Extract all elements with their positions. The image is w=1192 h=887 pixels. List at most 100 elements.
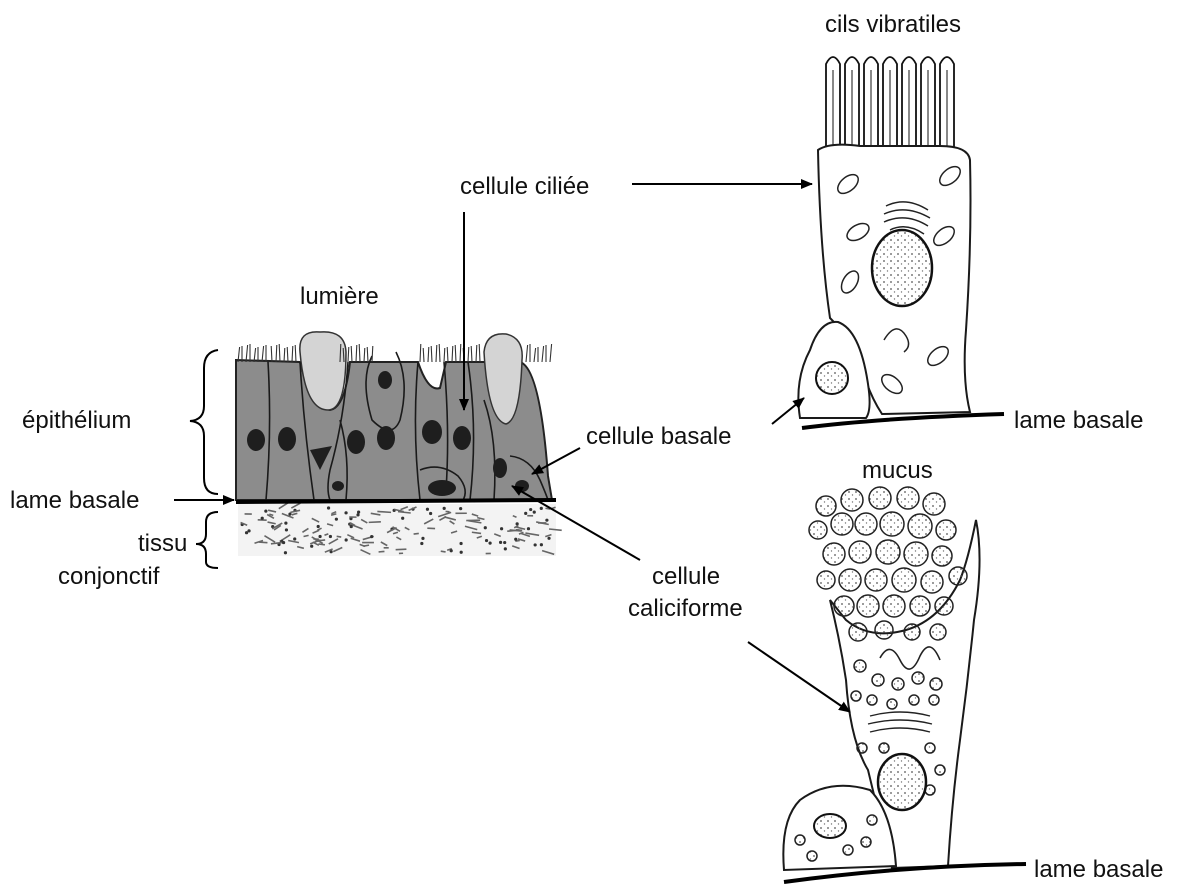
cilium — [534, 348, 536, 362]
fiber-dot — [350, 525, 353, 528]
fiber-dot — [516, 522, 519, 525]
fiber-dot — [264, 510, 267, 513]
mucus-granule — [807, 851, 817, 861]
mucus-granule — [879, 743, 889, 753]
cilium — [262, 346, 264, 362]
label-cils-vibratiles: cils vibratiles — [825, 11, 961, 38]
mucus-granule — [892, 678, 904, 690]
fiber-dot — [443, 507, 446, 510]
fiber-dot — [421, 537, 424, 540]
mucus-granule — [892, 568, 916, 592]
mucus-granule — [912, 672, 924, 684]
cilium — [356, 345, 357, 362]
label-lame-basale-top: lame basale — [1014, 407, 1143, 434]
arrow-caliciforme-right — [748, 642, 850, 712]
label-lame-basale-left: lame basale — [10, 487, 139, 514]
label-cellule: cellule — [652, 563, 720, 590]
mucus-granule — [935, 597, 953, 615]
mucus-granule — [867, 815, 877, 825]
fiber-dot — [514, 538, 517, 541]
fiber-dot — [285, 528, 288, 531]
cilium — [452, 346, 453, 362]
cilium — [436, 345, 437, 362]
mucus-granule — [843, 845, 853, 855]
fiber-dot — [282, 541, 285, 544]
cilium — [348, 347, 349, 362]
mucus-granule — [809, 521, 827, 539]
cilium — [295, 345, 296, 362]
mucus-granule — [887, 699, 897, 709]
fiber-dot — [345, 538, 348, 541]
cilium — [284, 348, 285, 362]
fiber-dot — [547, 537, 550, 540]
mucus-granule — [831, 513, 853, 535]
cilium — [476, 345, 477, 362]
fiber-dot — [540, 507, 543, 510]
fiber-dot — [500, 527, 503, 530]
fiber-dot — [504, 547, 507, 550]
cilium — [276, 345, 277, 362]
cilium — [364, 348, 365, 362]
goblet-cell — [783, 487, 1026, 882]
label-mucus: mucus — [862, 457, 933, 484]
fiber-dot — [540, 543, 543, 546]
cilium — [372, 346, 373, 362]
fiber — [379, 551, 385, 552]
mucus-granule — [921, 571, 943, 593]
mucus-granule — [880, 512, 904, 536]
cilium — [431, 346, 432, 362]
fiber-dot — [288, 513, 291, 516]
cilium — [367, 347, 368, 362]
fiber-dot — [426, 508, 429, 511]
mucus-granule — [849, 541, 871, 563]
basal-cell-nucleus — [816, 362, 848, 394]
fiber-dot — [488, 542, 491, 545]
fiber — [304, 535, 309, 536]
mucus-granule — [834, 596, 854, 616]
fiber-dot — [420, 542, 423, 545]
cilium — [423, 348, 424, 362]
mucus-granule — [867, 695, 877, 705]
mucus-granule — [910, 596, 930, 616]
mucus-granule — [869, 487, 891, 509]
ciliated-cell-nucleus — [872, 230, 932, 306]
fiber-dot — [284, 551, 287, 554]
mucus-granule — [857, 743, 867, 753]
mucus-granule — [876, 540, 900, 564]
label-tissu: tissu — [138, 530, 187, 557]
fiber-dot — [293, 537, 296, 540]
mucus-granule — [839, 569, 861, 591]
cilium — [351, 346, 352, 362]
cilium — [287, 347, 288, 362]
fiber-dot — [329, 535, 332, 538]
fiber-dot — [370, 535, 373, 538]
fiber — [369, 522, 381, 523]
epithelium-section — [236, 332, 562, 556]
label-lumiere: lumière — [300, 283, 379, 310]
mucus-granule — [849, 623, 867, 641]
fiber-dot — [459, 507, 462, 510]
fiber-dot — [401, 517, 404, 520]
fiber-dot — [485, 539, 488, 542]
label-conjonctif: conjonctif — [58, 563, 160, 590]
fiber — [510, 530, 522, 531]
mucus-granule — [908, 514, 932, 538]
fiber — [377, 511, 391, 512]
fiber-dot — [529, 508, 532, 511]
mucus-granule — [904, 624, 920, 640]
mucus-granule — [949, 567, 967, 585]
cilium — [420, 344, 421, 362]
cilia — [826, 57, 954, 150]
cilium — [471, 346, 472, 362]
cilium — [447, 347, 448, 362]
mucus-granule — [935, 765, 945, 775]
connective-tissue — [238, 502, 562, 556]
label-cellule-basale: cellule basale — [586, 423, 731, 450]
cilium — [439, 344, 440, 362]
connective-brace — [196, 512, 218, 568]
mucus-granule — [817, 571, 835, 589]
mucus-granule — [841, 489, 863, 511]
fiber — [441, 551, 446, 552]
mucus-granule — [897, 487, 919, 509]
